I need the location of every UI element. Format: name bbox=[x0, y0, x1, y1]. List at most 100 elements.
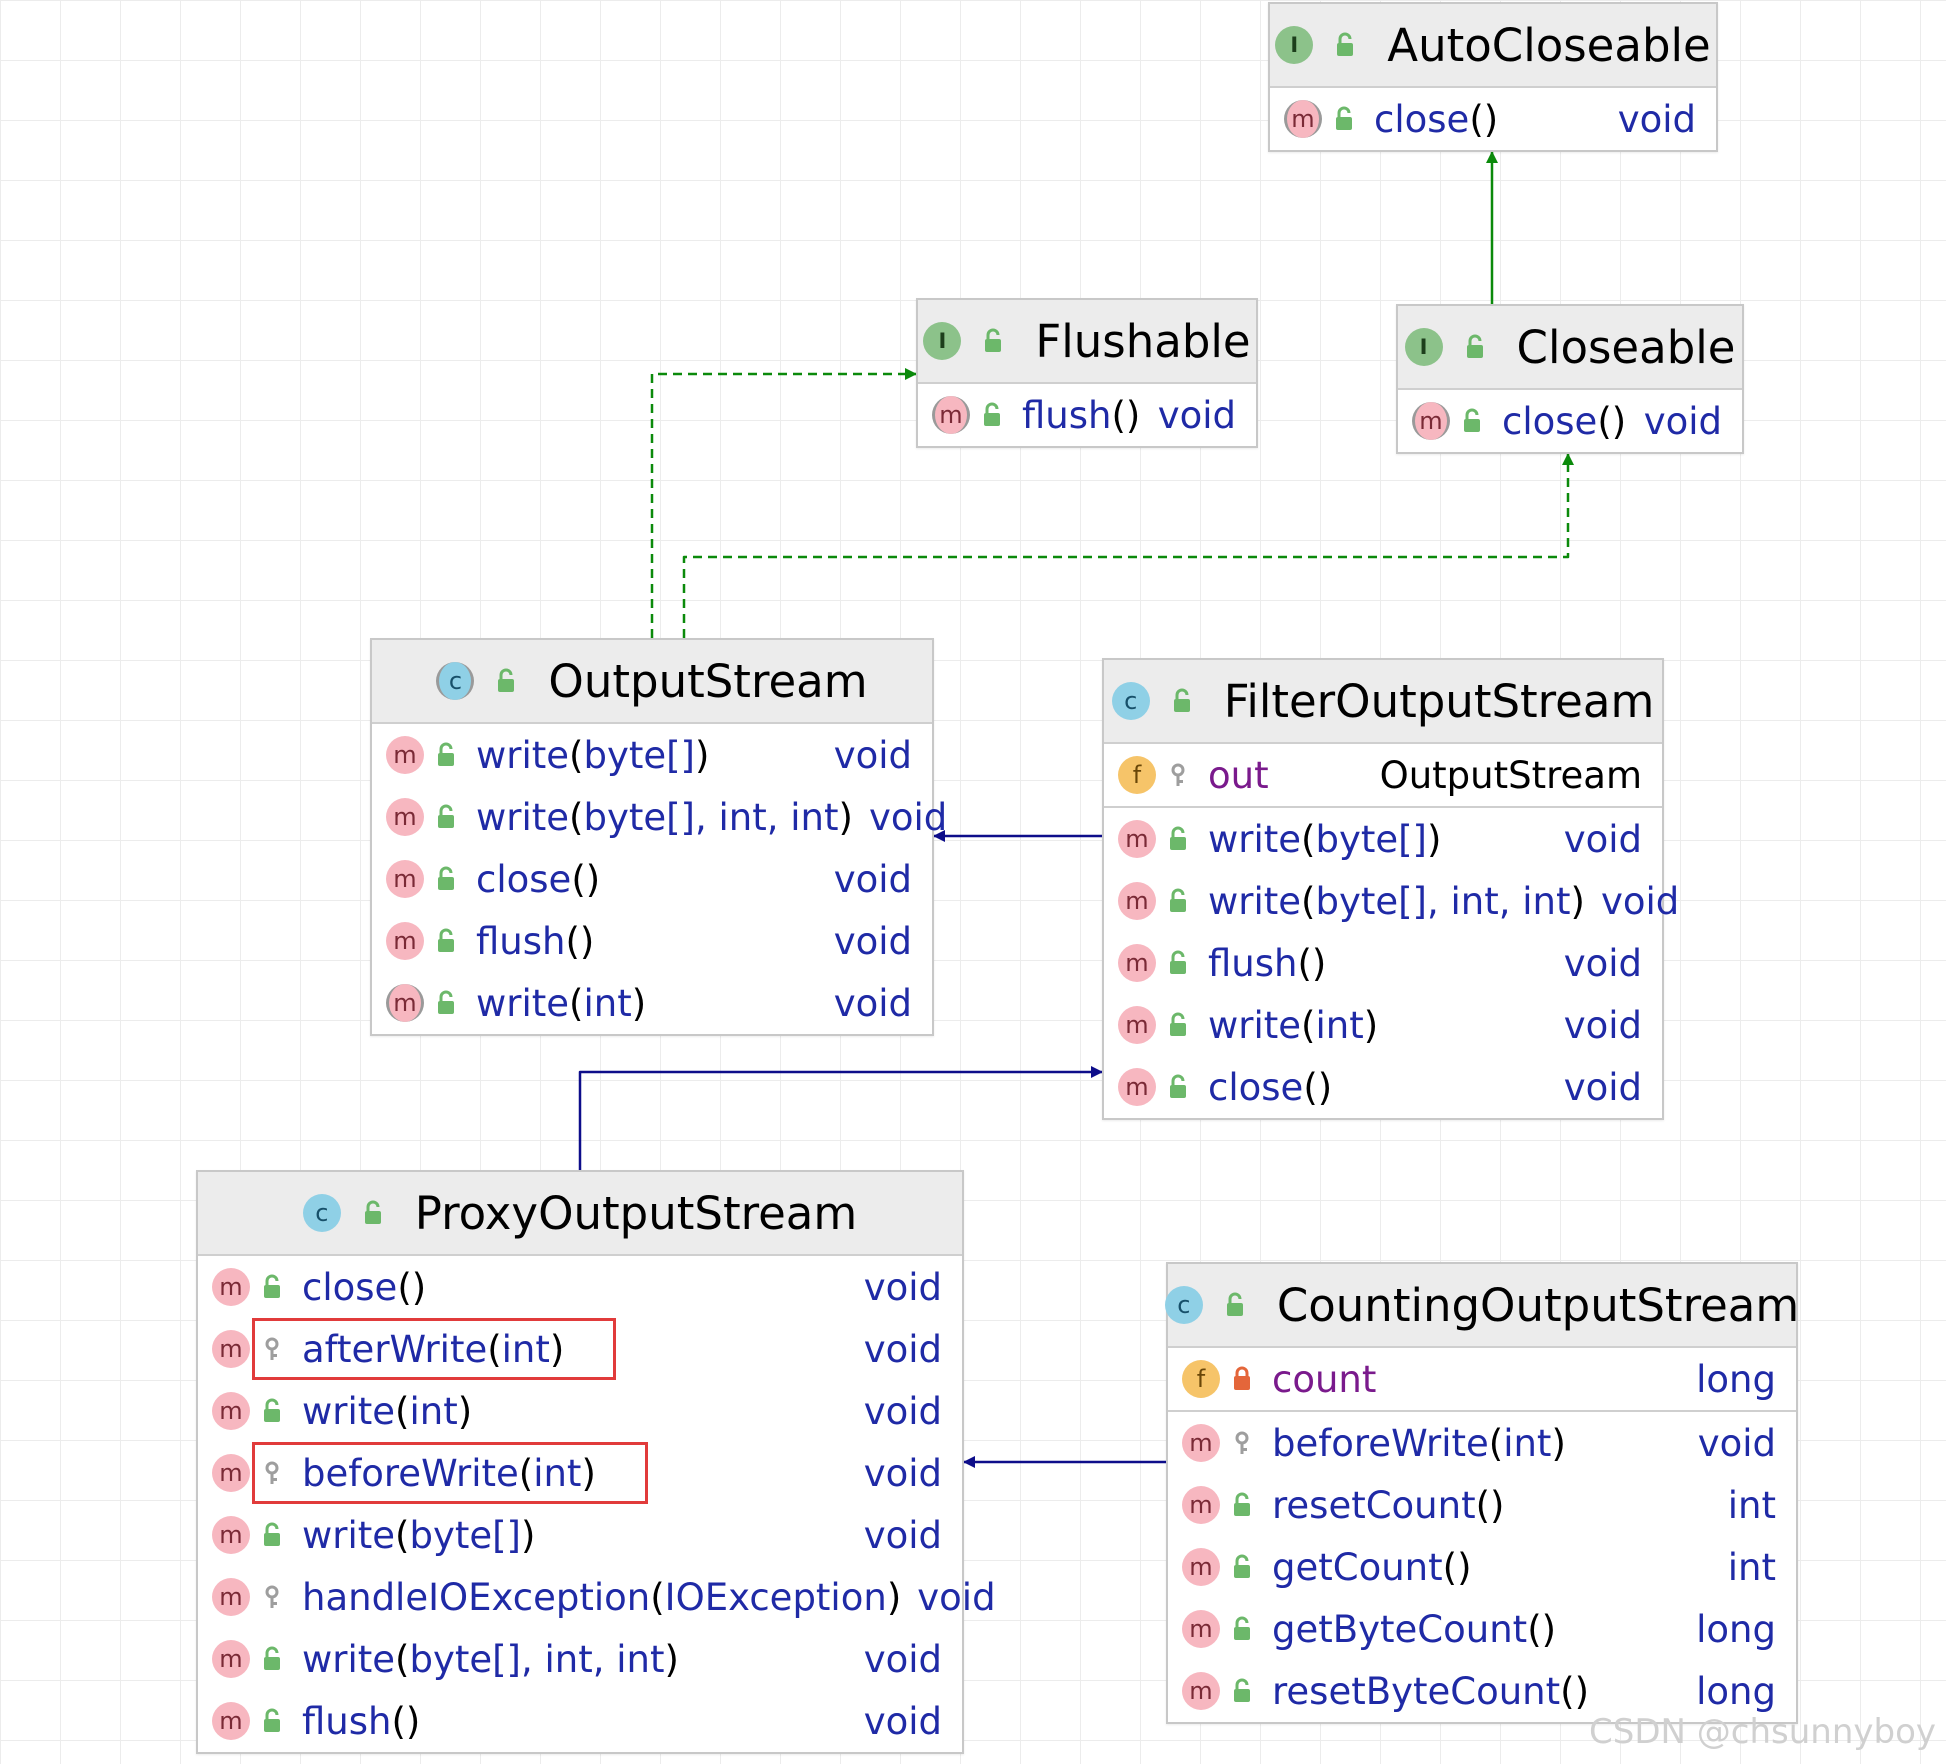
method-icon: m bbox=[1118, 1006, 1156, 1044]
implements-edge-outputstream-to-flushable bbox=[650, 368, 917, 638]
paren-close: ) bbox=[581, 1451, 596, 1495]
paren-open: ( bbox=[1297, 941, 1312, 985]
lock-open-icon bbox=[1166, 887, 1190, 915]
method-name: beforeWrite bbox=[1272, 1421, 1489, 1465]
key-icon bbox=[1166, 761, 1190, 789]
highlight-box bbox=[252, 1318, 617, 1380]
return-type: long bbox=[1696, 1607, 1776, 1651]
paren-open: ( bbox=[1527, 1607, 1542, 1651]
abstract-method-icon: m bbox=[1412, 402, 1450, 440]
paren-open: ( bbox=[571, 857, 586, 901]
method-name: flush bbox=[1208, 941, 1298, 985]
field-type: long bbox=[1696, 1357, 1776, 1401]
method-icon: m bbox=[1118, 944, 1156, 982]
lock-open-icon bbox=[1223, 1291, 1247, 1319]
paren-open: ( bbox=[395, 1389, 410, 1433]
lock-open-icon bbox=[980, 401, 1004, 429]
paren-open: ( bbox=[1303, 1065, 1318, 1109]
paren-close: ) bbox=[631, 981, 647, 1025]
method-name: close bbox=[1208, 1065, 1304, 1109]
paren-close: ) bbox=[457, 1389, 473, 1433]
lock-open-icon bbox=[1332, 105, 1356, 133]
abstract-method-icon: m bbox=[1284, 100, 1322, 138]
method-name: resetCount bbox=[1272, 1483, 1476, 1527]
paren-close: ) bbox=[1311, 941, 1327, 985]
paren-open: ( bbox=[1301, 879, 1316, 923]
return-type: void bbox=[833, 857, 912, 901]
method-params: int bbox=[501, 1327, 550, 1371]
lock-open-icon bbox=[260, 1645, 284, 1673]
paren-close: ) bbox=[549, 1327, 565, 1371]
lock-open-icon bbox=[1230, 1615, 1254, 1643]
paren-open: ( bbox=[1475, 1483, 1491, 1527]
method-name: write bbox=[302, 1513, 396, 1557]
lock-open-icon bbox=[434, 803, 458, 831]
method-params: int bbox=[1503, 1421, 1552, 1465]
method-name: write bbox=[302, 1389, 396, 1433]
lock-open-icon bbox=[434, 865, 458, 893]
method-name: write bbox=[1208, 879, 1302, 923]
return-type: long bbox=[1696, 1669, 1776, 1713]
paren-open: ( bbox=[1469, 97, 1484, 141]
return-type: void bbox=[1563, 817, 1642, 861]
method-icon: m bbox=[1182, 1672, 1220, 1710]
method-name: write bbox=[1208, 817, 1302, 861]
field-icon: f bbox=[1118, 756, 1156, 794]
method-name: getCount bbox=[1272, 1545, 1443, 1589]
paren-close: ) bbox=[1427, 817, 1442, 861]
paren-open: ( bbox=[518, 1451, 534, 1495]
lock-open-icon bbox=[434, 989, 458, 1017]
interface-icon: I bbox=[923, 322, 962, 360]
paren-close: ) bbox=[1574, 1669, 1590, 1713]
method-name: write bbox=[302, 1637, 396, 1681]
method-name: flush bbox=[476, 919, 566, 963]
lock-closed-icon bbox=[1230, 1365, 1254, 1393]
paren-open: ( bbox=[565, 919, 580, 963]
return-type: void bbox=[833, 919, 912, 963]
method-params: int bbox=[409, 1389, 458, 1433]
return-type: void bbox=[868, 795, 948, 839]
lock-open-icon bbox=[260, 1521, 284, 1549]
method-params: int bbox=[1315, 1003, 1364, 1047]
class-name: CountingOutputStream bbox=[1276, 1278, 1800, 1332]
lock-open-icon bbox=[260, 1707, 284, 1735]
